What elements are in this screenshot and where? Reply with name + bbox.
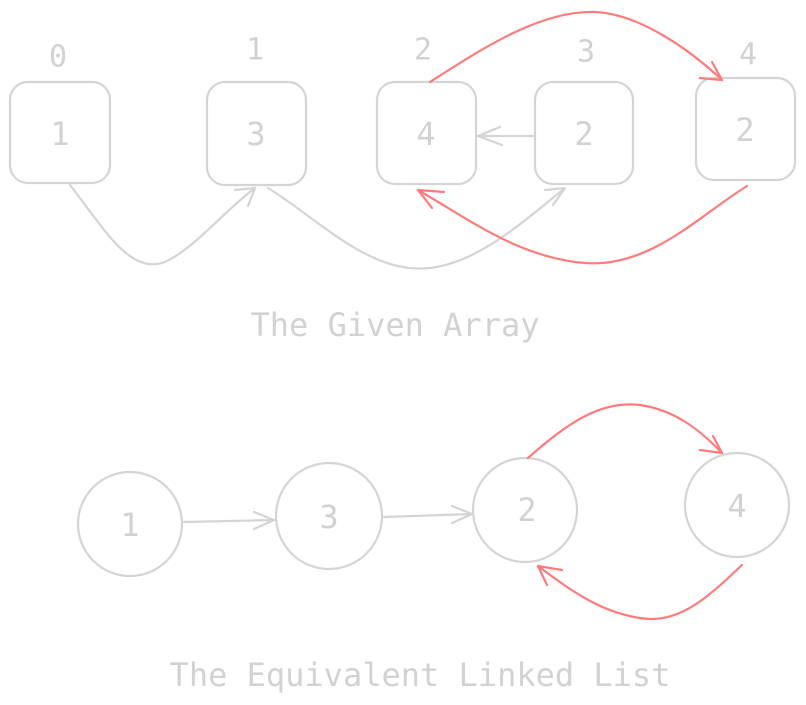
arrow-2-to-4-highlight (428, 10, 724, 84)
arrow-0-to-1 (68, 183, 257, 266)
array-cell-3 (533, 80, 635, 186)
list-arrow-4-to-3-highlight (536, 563, 744, 621)
arrow-3-to-2 (476, 125, 535, 147)
list-arrow-1-to-2 (182, 510, 276, 531)
array-title: The Given Array (251, 306, 540, 344)
list-node-value-3: 4 (727, 487, 746, 525)
array-value-3: 2 (574, 115, 593, 153)
array-cell-2 (375, 80, 478, 186)
arrow-4-to-2-highlight (416, 184, 749, 265)
array-value-1: 3 (246, 115, 265, 153)
array-index-4: 4 (739, 38, 757, 73)
linked-list-title: The Equivalent Linked List (170, 656, 671, 694)
list-node-4 (683, 451, 791, 559)
list-arrow-3-to-4-highlight (526, 403, 724, 460)
array-cell-0 (8, 80, 112, 185)
list-node-1 (76, 470, 184, 578)
array-value-4: 2 (735, 111, 754, 149)
array-index-3: 3 (577, 35, 595, 70)
array-cell-1 (205, 80, 308, 187)
list-node-value-0: 1 (120, 506, 139, 544)
list-node-value-2: 2 (517, 491, 536, 529)
list-node-2 (274, 461, 384, 571)
list-arrow-2-to-3 (382, 504, 474, 525)
array-index-1: 1 (246, 33, 264, 68)
array-index-2: 2 (414, 33, 432, 68)
array-value-2: 4 (416, 115, 435, 153)
list-node-value-1: 3 (319, 498, 338, 536)
array-cell-4 (694, 76, 797, 182)
array-index-0: 0 (49, 40, 67, 75)
array-value-0: 1 (50, 115, 69, 153)
arrow-1-to-3 (266, 186, 567, 270)
list-node-3 (471, 456, 579, 564)
